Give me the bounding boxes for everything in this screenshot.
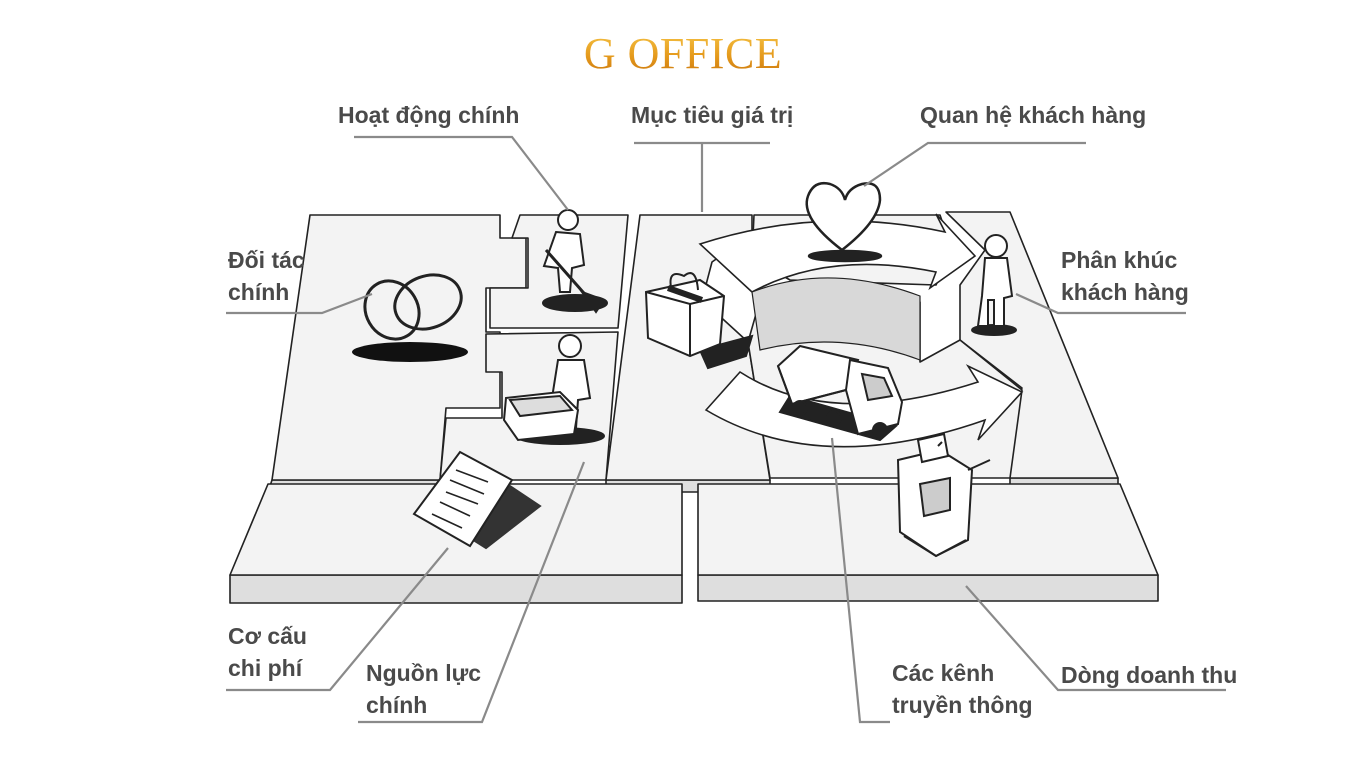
label-customer-relationships: Quan hệ khách hàng [920,102,1147,128]
label-key-resources-line-2: chính [366,692,428,718]
label-customer-segments-line-1: Phân khúc [1061,247,1178,273]
cost-block-side [229,574,683,604]
label-key-partners-line-2: chính [228,279,290,305]
heart-icon [805,182,883,263]
cash-register-icon [896,432,991,558]
label-channels-line-2: truyền thông [892,692,1033,718]
label-cost-structure-line-2: chi phí [228,655,303,681]
digging-person-icon [542,209,608,314]
label-value-propositions: Mục tiêu giá trị [631,102,794,128]
revenue-block-side [697,574,1159,602]
label-key-resources-line-1: Nguồn lực [366,660,482,686]
leader-lines [226,135,1226,724]
label-cost-structure: Cơ cấu chi phí [228,620,307,684]
g-office-logo: G OFFICE [0,28,1366,79]
rings-icon [352,273,468,362]
standing-person-icon [971,234,1017,336]
label-key-partners-line-1: Đối tác [228,247,305,273]
label-customer-segments-line-2: khách hàng [1061,279,1189,305]
label-channels-line-1: Các kênh [892,660,995,686]
label-key-activities: Hoạt động chính [338,102,520,128]
gift-icon [644,272,754,370]
label-key-partners: Đối tác chính [228,244,305,308]
person-with-box-icon [502,334,605,445]
truck-icon [776,344,904,442]
contract-icon [412,450,542,550]
label-customer-segments: Phân khúc khách hàng [1061,244,1189,308]
label-channels: Các kênh truyền thông [892,657,1033,721]
label-revenue-streams: Dòng doanh thu [1061,662,1238,688]
label-cost-structure-line-1: Cơ cấu [228,623,307,649]
label-key-resources: Nguồn lực chính [366,657,481,721]
